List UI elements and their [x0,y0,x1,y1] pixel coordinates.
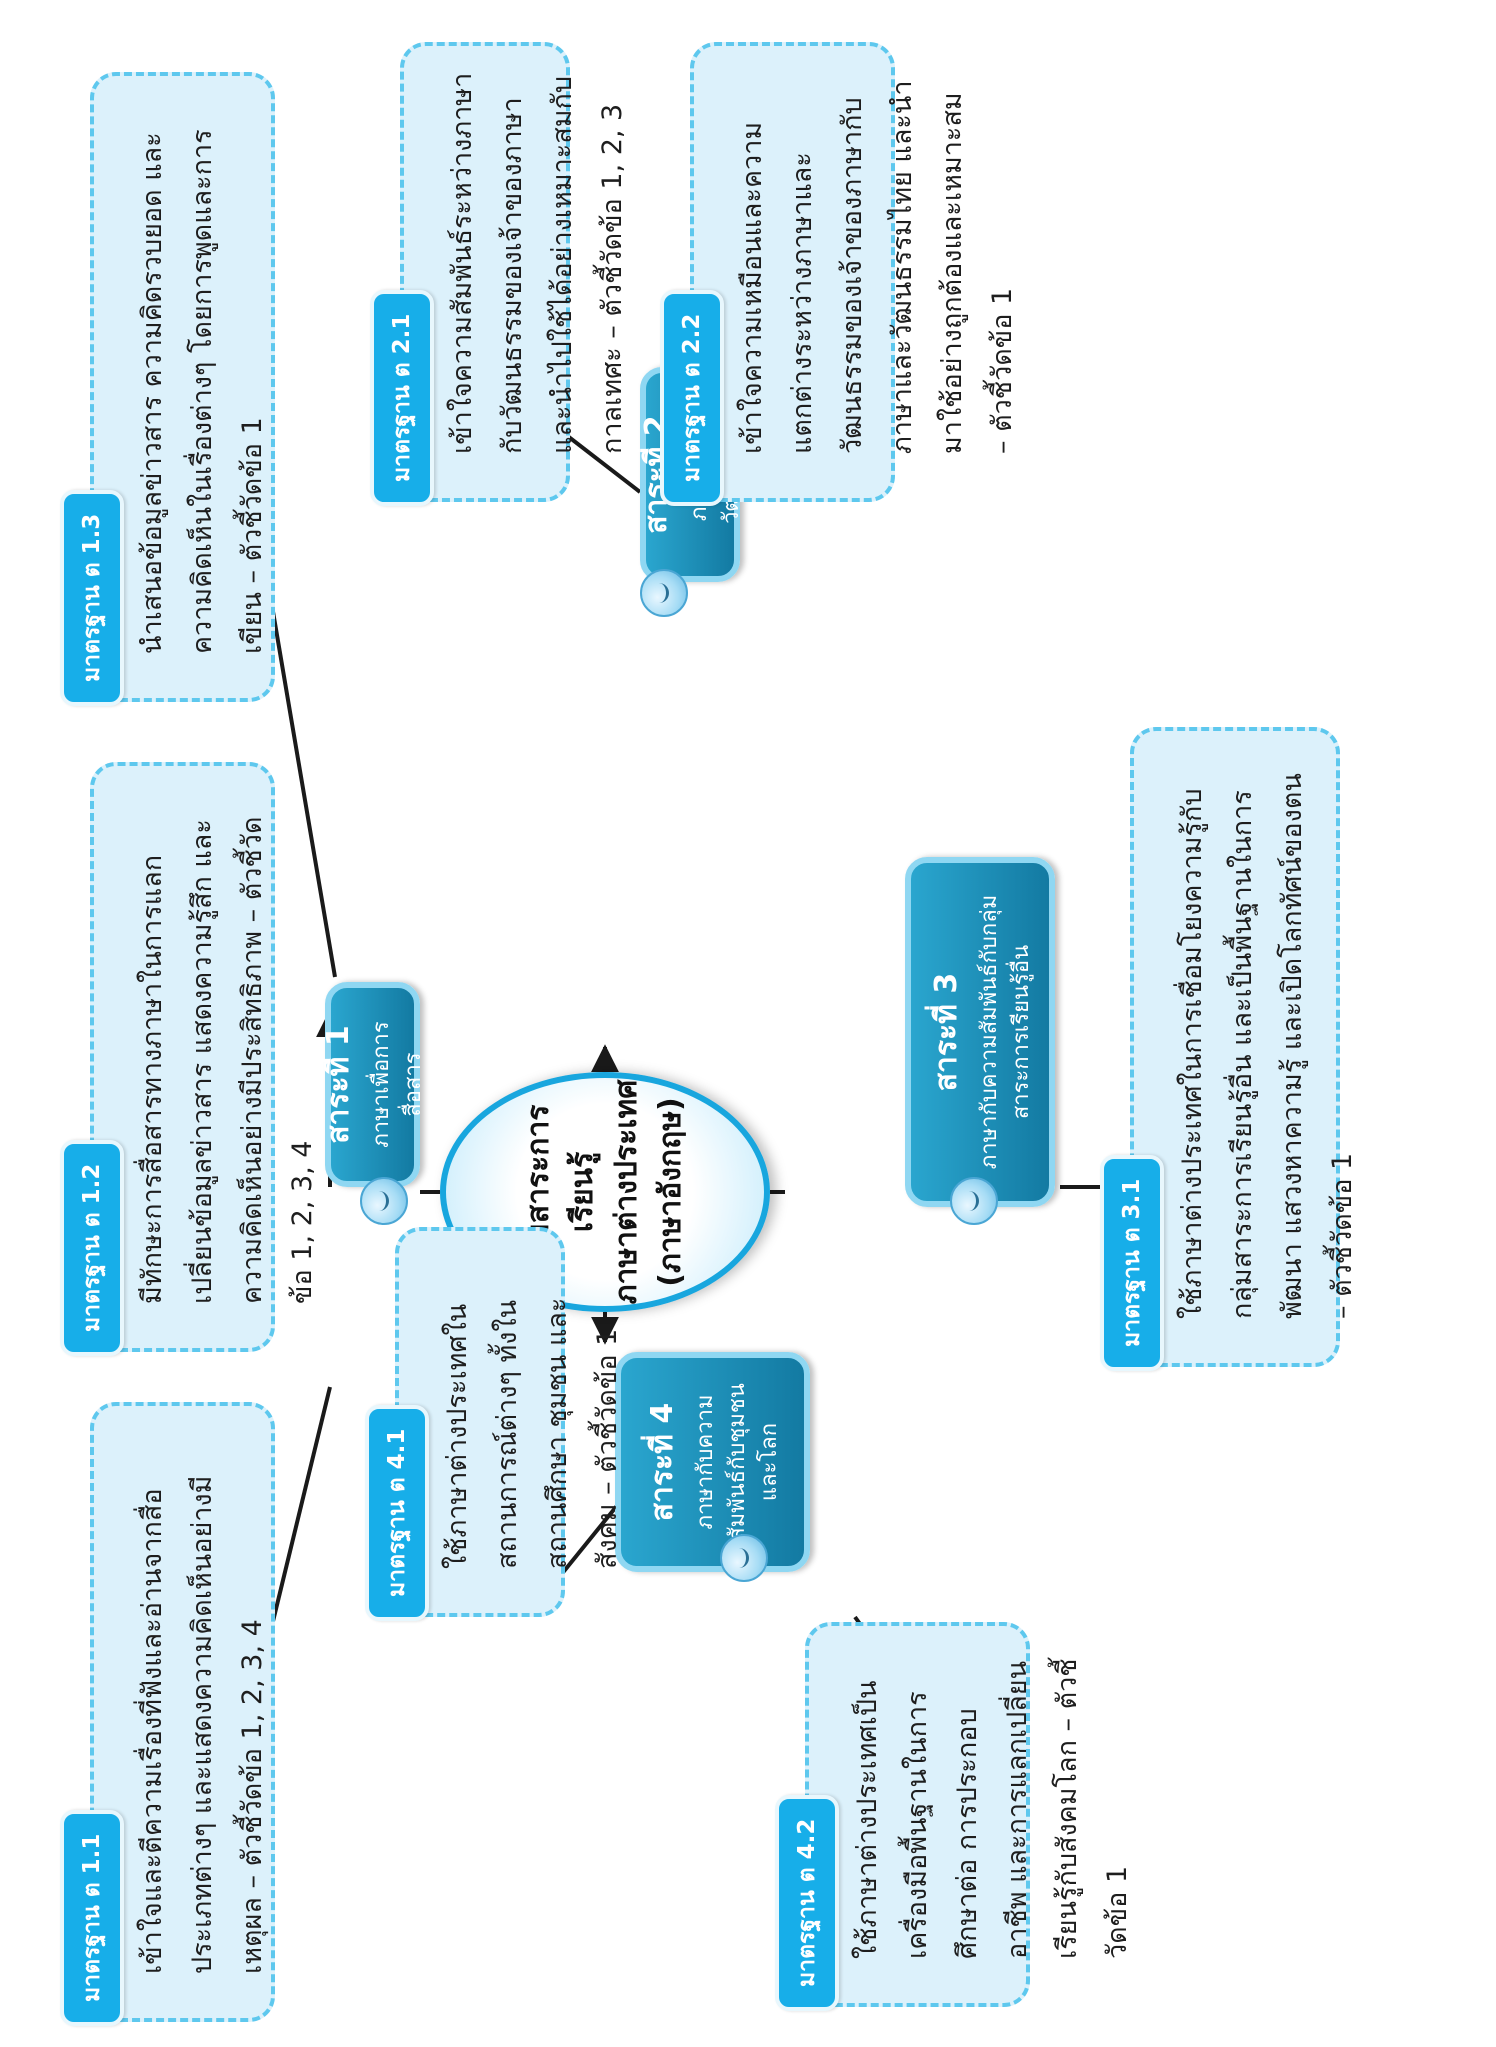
standard-1-1: มาตรฐาน ต 1.1 เข้าใจและตีความเรื่องที่ฟั… [60,1402,275,2026]
strand-1-box: สาระที่ 1 ภาษาเพื่อการสื่อสาร [321,982,426,1187]
standard-3-1-text: ใช้ภาษาต่างประเทศในการเชื่อมโยงความรู้กั… [1177,773,1358,1319]
standard-4-2: มาตรฐาน ต 4.2 ใช้ภาษาต่างประเทศเป็นเครื่… [775,1622,1133,2011]
standard-3-1-tag: มาตรฐาน ต 3.1 [1100,1154,1164,1371]
standard-1-3-text: นำเสนอข้อมูลข่าวสาร ความคิดรวบยอด และควา… [137,129,268,654]
standard-1-1-text: เข้าใจและตีความเรื่องที่ฟังและอ่านจากสื่… [137,1475,268,1974]
standard-2-1: มาตรฐาน ต 2.1 เข้าใจความสัมพันธ์ระหว่างภ… [370,42,628,506]
mascot-icon [950,1177,998,1225]
standard-1-1-tag: มาตรฐาน ต 1.1 [60,1809,124,2026]
mascot-icon [640,569,688,617]
standard-2-2-tag: มาตรฐาน ต 2.2 [660,289,724,506]
standard-1-3-tag: มาตรฐาน ต 1.3 [60,489,124,706]
standard-2-2-text: เข้าใจความเหมือนและความแตกต่างระหว่างภาษ… [737,80,1018,454]
strand-4-desc: ภาษากับความสัมพันธ์กับชุมชนและโลก [693,1383,782,1541]
center-line-3: (ภาษาอังกฤษ) [653,1097,688,1287]
standard-1-2-tag: มาตรฐาน ต 1.2 [60,1139,124,1356]
standard-2-1-text: เข้าใจความสัมพันธ์ระหว่างภาษากับวัฒนธรรม… [447,72,628,454]
strand-3-title: สาระที่ 3 [928,972,964,1092]
standard-4-1: มาตรฐาน ต 4.1 ใช้ภาษาต่างประเทศในสถานการ… [365,1227,623,1621]
standard-4-2-tag: มาตรฐาน ต 4.2 [775,1794,839,2011]
standard-2-1-tag: มาตรฐาน ต 2.1 [370,289,434,506]
mascot-icon [720,1534,768,1582]
standard-4-1-text: ใช้ภาษาต่างประเทศในสถานการณ์ต่างๆ ทั้งใน… [442,1297,623,1569]
standard-4-2-text: ใช้ภาษาต่างประเทศเป็นเครื่องมือพื้นฐานใน… [852,1658,1133,1959]
strand-3-box: สาระที่ 3 ภาษากับความสัมพันธ์กับกลุ่มสาร… [905,857,1055,1207]
strand-4-box: สาระที่ 4 ภาษากับความสัมพันธ์กับชุมชนและ… [615,1352,810,1572]
standard-4-1-tag: มาตรฐาน ต 4.1 [365,1404,429,1621]
standard-1-3: มาตรฐาน ต 1.3 นำเสนอข้อมูลข่าวสาร ความคิ… [60,72,275,706]
standard-1-2: มาตรฐาน ต 1.2 มีทักษะการสื่อสารทางภาษาใน… [60,762,318,1356]
strand-1-desc: ภาษาเพื่อการสื่อสาร [369,1021,426,1148]
standard-3-1: มาตรฐาน ต 3.1 ใช้ภาษาต่างประเทศในการเชื่… [1100,727,1358,1371]
standard-2-2: มาตรฐาน ต 2.2 เข้าใจความเหมือนและความแตก… [660,42,1018,506]
mascot-icon [360,1177,408,1225]
standard-1-2-text: มีทักษะการสื่อสารทางภาษาในการแลกเปลี่ยนข… [137,816,318,1304]
strand-3-desc: ภาษากับความสัมพันธ์กับกลุ่มสาระการเรียนร… [976,894,1034,1170]
strand-4-title: สาระที่ 4 [645,1402,680,1522]
